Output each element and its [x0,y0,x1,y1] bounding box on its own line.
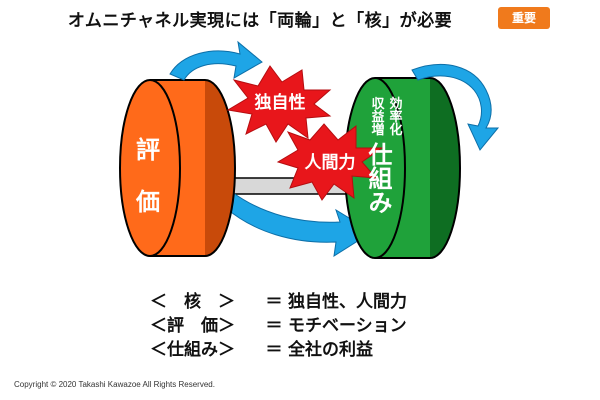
left-wheel-front-face [119,79,181,257]
right-wheel-sub-label-1: 効率化 [387,96,403,137]
left-wheel [119,79,236,257]
burst-middle [276,123,384,201]
right-wheel-sub-label-2: 収益増 [369,97,385,136]
burst-top [226,65,332,143]
legend-value: 独自性、人間力 [288,292,407,312]
page-title: オムニチャネル実現には「両輪」と「核」が必要 [67,11,453,31]
legend: ＜ 核 ＞＝独自性、人間力 ＜評 価＞＝モチベーション ＜仕組み＞＝全社の利益 [150,290,510,362]
burst-middle-label: 人間力 [305,152,356,173]
copyright-notice: Copyright © 2020 Takashi Kawazoe All Rig… [14,380,215,389]
legend-key: ＜仕組み＞ [150,340,235,360]
legend-value: 全社の利益 [288,340,373,360]
legend-key: ＜ 核 ＞ [150,292,235,312]
rotation-arrow-bottom [225,191,373,258]
legend-equals: ＝ [265,340,283,360]
legend-equals: ＝ [265,292,283,312]
left-wheel-label-2: 価 [135,188,160,216]
legend-row-core: ＜ 核 ＞ ＝独自性、人間力 [150,290,510,314]
left-wheel-label-1: 評 [136,136,160,164]
importance-badge: 重要 [498,7,550,29]
legend-equals: ＝ [265,316,283,336]
right-wheel [344,77,461,259]
burst-top-label: 独自性 [255,92,306,113]
rotation-arrow-left [169,40,263,81]
legend-row-evaluation: ＜評 価＞ ＝モチベーション [150,314,510,338]
right-wheel-main-label: 仕組み [364,141,393,214]
rotation-arrow-right [411,63,500,151]
legend-row-system: ＜仕組み＞ ＝全社の利益 [150,338,510,362]
legend-value: モチベーション [288,316,407,336]
legend-key: ＜評 価＞ [150,316,235,336]
